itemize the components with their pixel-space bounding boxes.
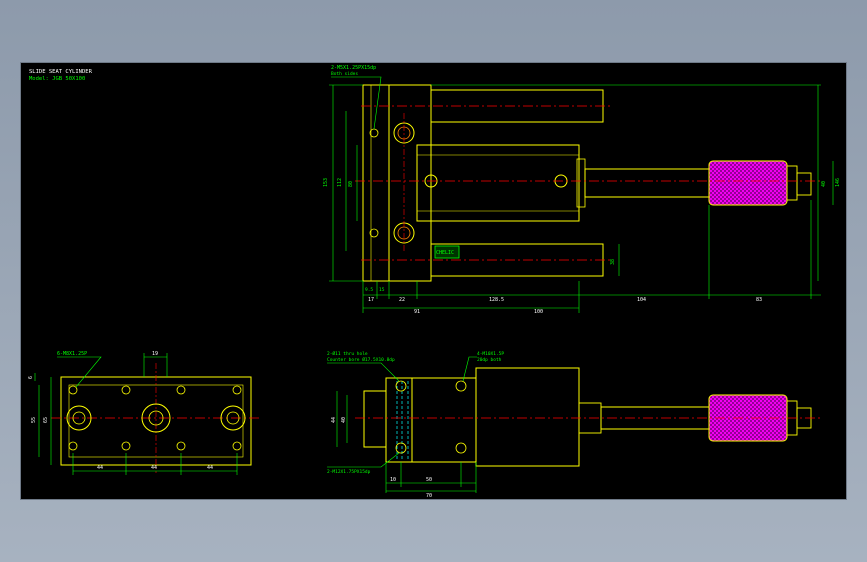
dim-44c: 44 [207, 465, 213, 471]
drawing-title: SLIDE SEAT CYLINDER [29, 69, 93, 75]
note-holes: 6-M8X1.25P [57, 351, 87, 357]
dim-9: 9.5 [365, 287, 373, 293]
base-plate [363, 390, 387, 448]
dim-83: 83 [756, 297, 762, 303]
dim-65: 65 [43, 417, 49, 423]
dim-91: 91 [414, 309, 420, 315]
dim-100: 100 [534, 309, 543, 315]
bore-left [66, 405, 92, 431]
bore-center [141, 403, 171, 433]
dim-44b: 44 [151, 465, 157, 471]
note-taps-sub: 20dp both [477, 357, 502, 363]
dim-153: 153 [323, 178, 329, 187]
drawing-model: Model: JGB 50X100 [29, 76, 85, 82]
note-ports-b: 2-M12X1.75PX15dp [327, 469, 371, 475]
body-block [411, 377, 477, 463]
dim-6: 6 [28, 376, 34, 379]
cad-drawing: SLIDE SEAT CYLINDER Model: JGB 50X100 [28, 65, 841, 499]
dim-inner-a: 112 [337, 178, 343, 187]
cylinder-body-bottom [475, 367, 580, 467]
note-taps: 4-M10X1.5P [477, 351, 504, 357]
note-ports-sub: Both sides [331, 71, 358, 77]
dim-70: 70 [426, 493, 432, 499]
dim-right: 40 [821, 181, 827, 187]
dim-inner-b: 80 [348, 181, 354, 187]
dim-128: 128.5 [489, 297, 504, 303]
dim-17: 17 [368, 297, 374, 303]
dim-44a: 44 [97, 465, 103, 471]
dim-right2: 146 [835, 178, 841, 187]
knurled-knob [708, 160, 788, 206]
note-holes-a-sub: Counter bore Ø17.5X10.8dp [327, 356, 395, 363]
brand-label: CHELIC [436, 250, 454, 256]
dim-ext: 38 [610, 259, 616, 265]
left-view: 6-M8X1.25P 19 6 55 65 44 44 44 [28, 351, 261, 475]
cad-viewport[interactable]: SLIDE SEAT CYLINDER Model: JGB 50X100 [20, 62, 847, 500]
piston-rod [584, 168, 710, 198]
brand-plate [434, 245, 460, 259]
dim-19: 19 [152, 351, 158, 357]
dim-104: 104 [637, 297, 646, 303]
dim-10: 10 [390, 477, 396, 483]
dim-55: 55 [31, 417, 37, 423]
dim-15: 15 [379, 287, 385, 293]
note-ports: 2-M5X1.25PX15dp [331, 65, 376, 71]
dim-44: 44 [331, 417, 337, 423]
cylinder-body [416, 144, 580, 222]
dim-22: 22 [399, 297, 405, 303]
bore-right [220, 405, 246, 431]
guide-block [388, 84, 432, 282]
bottom-view: 2-Ø11 thru hole Counter bore Ø17.5X10.8d… [327, 350, 821, 499]
top-view: CHELIC 2-M5X1.25PX15dp Both sides [323, 65, 841, 315]
note-holes-a: 2-Ø11 thru hole [327, 350, 368, 357]
dim-50: 50 [426, 477, 432, 483]
dim-40: 40 [341, 417, 347, 423]
